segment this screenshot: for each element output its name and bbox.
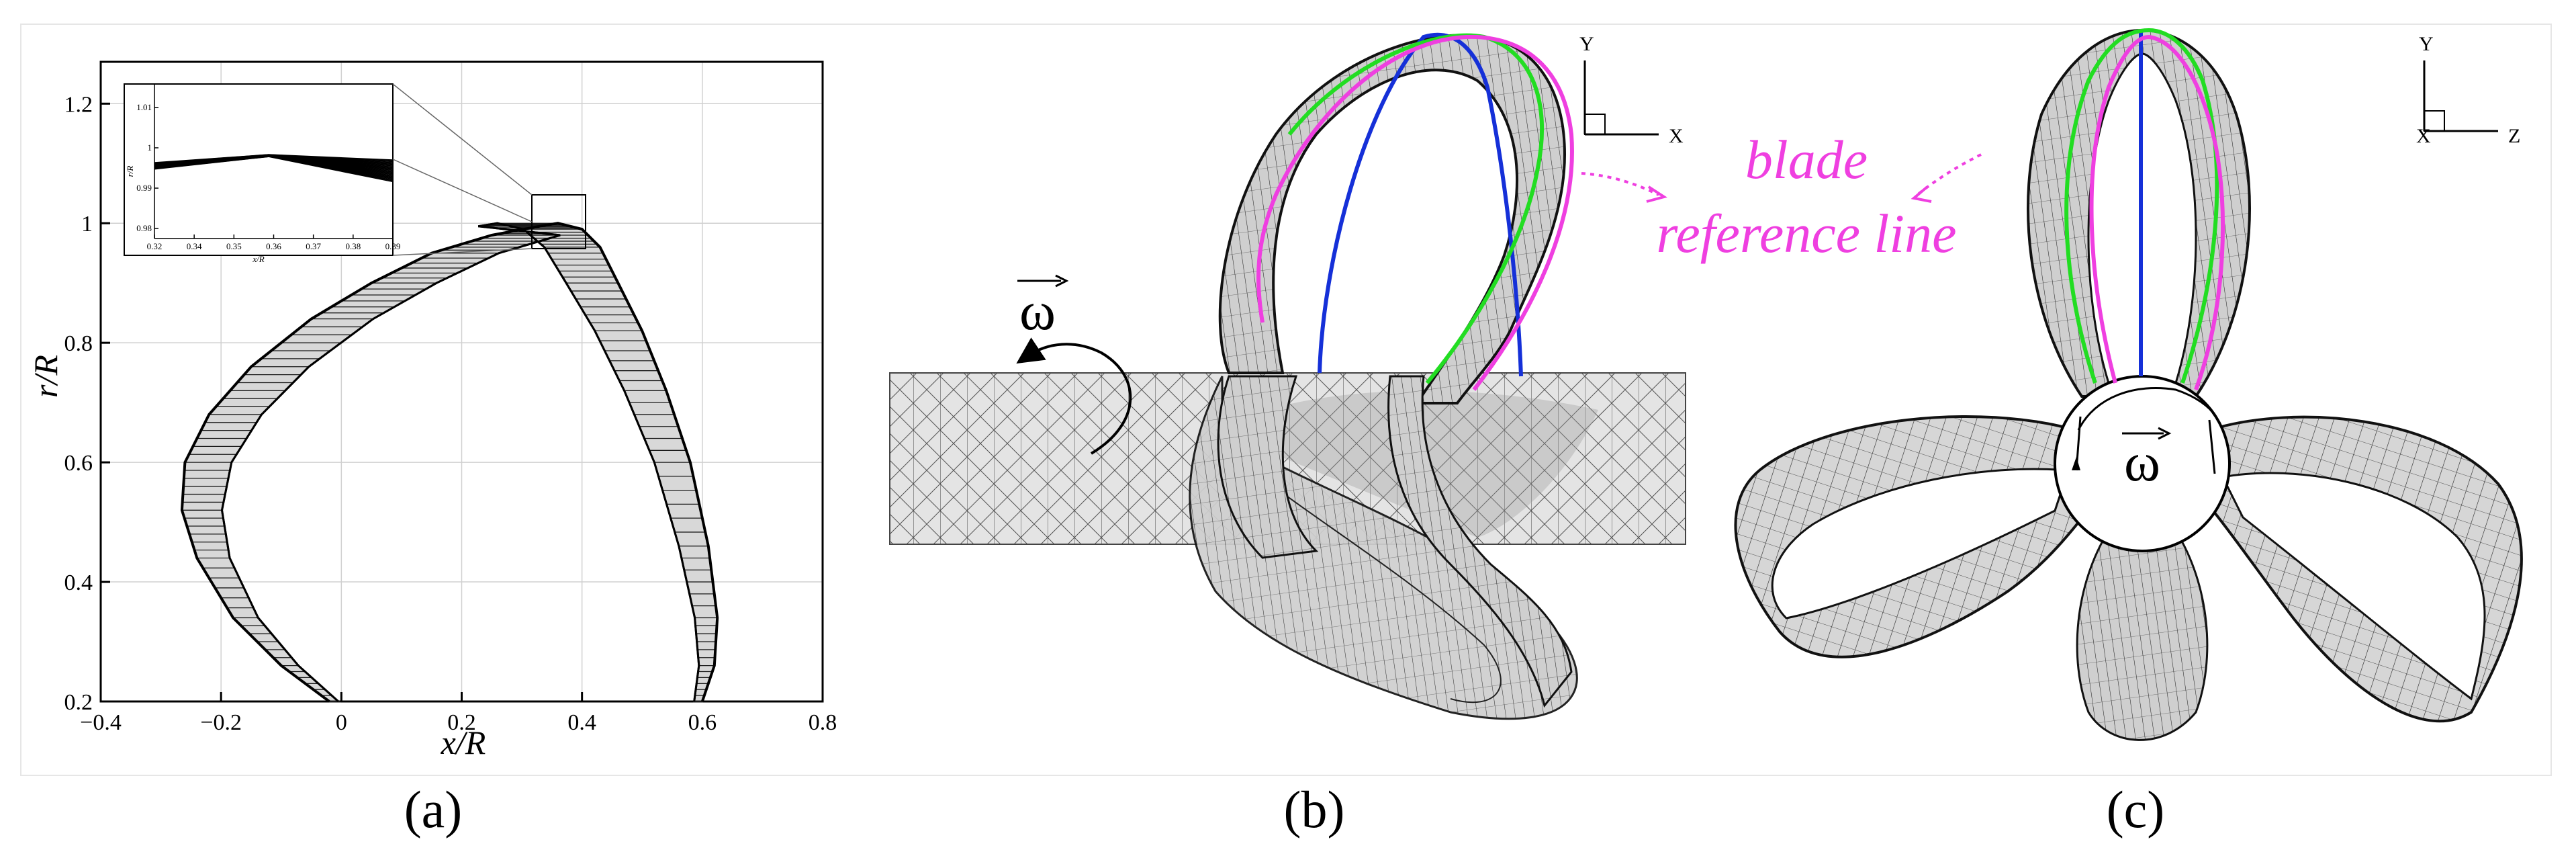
- inset-x-tick-label: 0.36: [266, 241, 281, 251]
- panel-c-blade-left-opening: [1771, 468, 2070, 620]
- inset-blade-stack: [154, 154, 394, 183]
- inset-x-tick-label: 0.38: [345, 241, 361, 251]
- panel-c-axis-triad: Y X Z: [2416, 33, 2520, 147]
- y-tick-label: 0.6: [64, 451, 93, 476]
- x-tick-label: 0.4: [567, 710, 596, 735]
- panel-c-axis-z-label: Z: [2508, 125, 2520, 147]
- blade-reference-line-label-1: blade: [1745, 129, 1868, 190]
- panel-a-plot: −0.4 −0.2 0 0.2 0.4 0.6 0.8 0.2 0.4 0.6 0.8 1 1.2 x/…: [27, 60, 837, 761]
- figure-border: [20, 24, 2552, 776]
- inset-x-tick-label: 0.34: [187, 241, 202, 251]
- panel-a-blade: [180, 222, 719, 703]
- inset-y-tick-label: 1.01: [136, 102, 152, 112]
- inset-y-tick-label: 0.98: [136, 223, 152, 233]
- inset-y-tick-label: 0.99: [136, 183, 152, 193]
- panel-c-caption: (c): [2106, 780, 2165, 839]
- y-tick-label: 1: [81, 212, 93, 237]
- inset-ticks: 0.32 0.34 0.35 0.36 0.37 0.38 0.39 1.01 1 0.99 0.9…: [136, 84, 400, 251]
- panel-b-axis-x-label: X: [1669, 125, 1684, 147]
- inset-x-tick-label: 0.39: [385, 241, 401, 251]
- panel-c-omega: ω: [2124, 431, 2160, 493]
- y-tick-label: 0.4: [64, 570, 93, 595]
- x-tick-label: 0.2: [447, 710, 476, 735]
- panel-b-axis-triad: Y X: [1579, 33, 1684, 147]
- inset-y-tick-label: 1: [148, 142, 152, 153]
- panel-b-annotation-arrow: [1581, 172, 1659, 196]
- inset-x-tick-label: 0.32: [147, 241, 163, 251]
- zoom-connector-mid: [392, 159, 533, 222]
- panel-c-blade-right-opening: [2221, 472, 2486, 701]
- panel-a-ticks: −0.4 −0.2 0 0.2 0.4 0.6 0.8 0.2 0.4 0.6 0.8 1 1.2: [64, 92, 837, 735]
- panel-b-blade-root-left: [1217, 375, 1319, 559]
- panel-c-axis-x-label: X: [2416, 125, 2431, 147]
- x-tick-label: 0: [336, 710, 347, 735]
- panel-c-annotation-arrow: [1916, 153, 1982, 196]
- x-tick-label: −0.4: [80, 710, 122, 735]
- panel-b-blue-reference-line: [1318, 32, 1523, 377]
- panel-b-omega: ω: [1019, 280, 1056, 341]
- panel-c-rotation-arrowhead: [2072, 457, 2080, 470]
- panel-c-hub-arc: [2077, 387, 2217, 431]
- y-tick-label: 0.2: [64, 690, 93, 715]
- panel-c-view: ω Y X Z: [1734, 28, 2523, 741]
- panel-b-blade-lower: [1189, 376, 1578, 720]
- inset-blade-line: [154, 156, 394, 183]
- panel-c-omega-vector-tip: [2158, 427, 2172, 440]
- panel-b-caption: (b): [1283, 780, 1345, 839]
- panel-b-rotation-arrow: [1016, 337, 1132, 455]
- x-tick-label: 0.6: [688, 710, 717, 735]
- panel-b-view: ω Y X blade reference line: [889, 32, 1982, 720]
- y-tick-label: 0.8: [64, 331, 93, 356]
- x-tick-label: −0.2: [200, 710, 242, 735]
- zoom-connector-bottom: [392, 248, 533, 256]
- panel-b-blade-upper: [1218, 34, 1567, 404]
- panel-b-green-reference-line: [1287, 33, 1545, 384]
- panel-b-omega-vector-tip: [1055, 274, 1069, 288]
- panel-c-blade-bottom-root: [2076, 529, 2209, 741]
- y-tick-label: 1.2: [64, 92, 93, 117]
- panel-b-blade-root-right: [1387, 375, 1573, 708]
- panel-b-magenta-reference-line: [1256, 34, 1574, 391]
- panel-b-axis-y-label: Y: [1579, 33, 1594, 55]
- inset-x-tick-label: 0.37: [306, 241, 321, 251]
- panel-a-xlabel: x/R: [441, 724, 486, 761]
- inset-xlabel: x/R: [252, 254, 264, 264]
- blade-inner-edge: [220, 222, 700, 703]
- blade-reference-line-label-2: reference line: [1657, 203, 1957, 264]
- panel-c-green-reference-line: [2064, 28, 2219, 384]
- panel-a-ylabel: r/R: [27, 355, 64, 398]
- panel-c-magenta-reference-line: [2089, 34, 2225, 391]
- panel-c-axis-y-label: Y: [2419, 33, 2434, 55]
- panel-a-inset: 0.32 0.34 0.35 0.36 0.37 0.38 0.39 1.01 1 0.99 0.9…: [124, 83, 586, 264]
- inset-x-tick-label: 0.35: [226, 241, 242, 251]
- zoom-connector-top: [392, 83, 533, 196]
- inset-ylabel: r/R: [125, 166, 135, 177]
- panel-a-caption: (a): [404, 780, 463, 839]
- x-tick-label: 0.8: [809, 710, 837, 735]
- panel-c-annotation-arrowhead: [1911, 185, 1932, 203]
- panel-b-annotation-arrowhead: [1646, 185, 1667, 203]
